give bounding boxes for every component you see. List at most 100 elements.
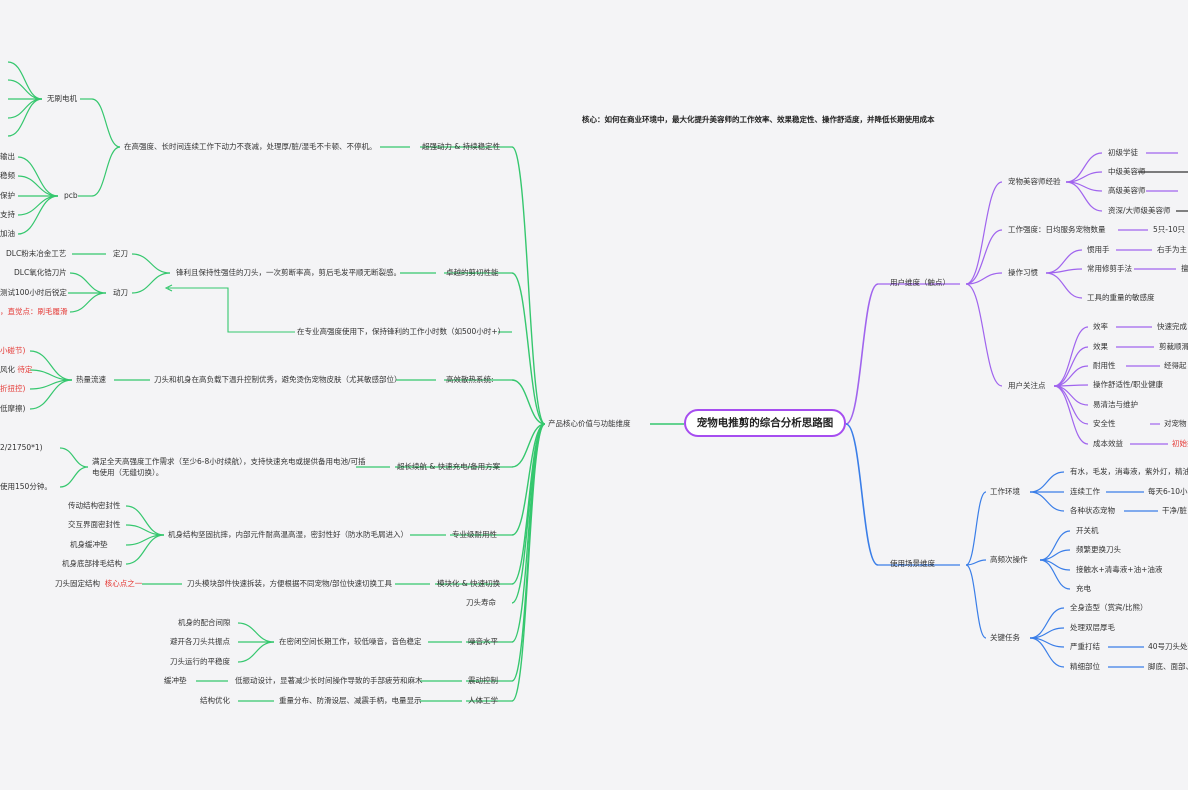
center-title-node[interactable]: 宠物电推剪的综合分析思路图 [684,409,846,437]
env-node[interactable]: 工作环境 [990,487,1020,496]
concern-item: 操作舒适性/职业健康 [1093,380,1164,389]
concern-value: 快速完成 [1157,322,1187,331]
connector-line [965,229,1003,285]
task-item: 处理双层厚毛 [1070,623,1115,632]
pcb-node[interactable]: pcb [64,191,78,200]
fixed-blade-node[interactable]: 定刀 [113,249,128,258]
connector-line [237,641,275,663]
connector-line [59,447,89,468]
connector-line [17,175,59,197]
connector-line [511,379,546,425]
connector-line [965,564,987,639]
ergo-item: 结构优化 [200,696,230,705]
modular-node[interactable]: 模块化 & 快速切换 [437,579,501,588]
concern-value: 剪裁顺滑 [1159,342,1188,351]
connector-line [125,534,165,565]
habit-value: 右手为主 [1157,245,1187,254]
core-note: 核心：如何在商业环境中，最大化提升美容师的工作效率、效果稳定性、操作舒适度，并降… [582,115,935,124]
habit-node[interactable]: 操作习惯 [1008,268,1038,277]
motor-node[interactable]: 无刷电机 [47,94,77,103]
exp-item: 高级美容师 [1108,186,1146,195]
connector-line [965,272,1003,285]
sharpness-hours[interactable]: 在专业高强度使用下，保持锋利的工作小时数（如500小时+） [297,327,506,336]
connector-line [17,195,59,235]
task-value: 脚底、面部、 [1148,662,1188,671]
ops-item: 充电 [1076,584,1091,593]
concern-item: 效果 [1093,342,1108,351]
durable-item: 机身底部排毛结构 [62,559,122,568]
blade-life-node[interactable]: 刀头寿命 [466,598,496,607]
concern-item: 安全性 [1093,419,1116,428]
intensity-value: 5只-10只 [1153,225,1186,234]
connector-line [17,156,59,197]
connector-line [511,423,546,643]
connector-line [511,423,546,702]
connector-line [131,272,171,294]
vibration-node[interactable]: 震动控制 [468,676,498,685]
connector-line [1053,346,1089,387]
connector-line [845,423,879,566]
connector-line [1045,272,1083,299]
connector-line [69,292,107,313]
concern-node[interactable]: 用户关注点 [1008,381,1046,390]
cutting-node[interactable]: 卓越的剪切性能 [446,268,499,277]
pcb-item: 加油 [0,229,15,238]
connector-line [1053,365,1089,387]
connector-line [1029,491,1065,512]
task-value: 40号刀头处理 [1148,642,1188,651]
intensity-node[interactable]: 工作强度：日均服务宠物数量 [1008,225,1106,234]
habit-item: 惯用手 [1087,245,1110,254]
ops-node[interactable]: 高频次操作 [990,555,1028,564]
ops-item: 频繁更换刀头 [1076,545,1121,554]
noise-item: 机身的配合间隙 [178,618,231,627]
env-item: 连续工作 [1070,487,1100,496]
connector-line [91,146,121,197]
user-node[interactable]: 用户维度（触点） [890,278,950,287]
heat-node[interactable]: 高效散热系统: [446,375,494,384]
durable-node[interactable]: 专业级耐用性 [452,530,497,539]
connector-line [965,283,1003,387]
noise-item: 避开各刀头共振点 [170,637,230,646]
power-desc: 在高强度、长时间连续工作下动力不衰减，处理厚/脏/湿毛不卡顿、不停机。 [124,142,377,151]
moving-blade-node[interactable]: 动刀 [113,288,128,297]
connector-line [1045,268,1083,274]
connector-line [511,272,546,425]
ops-item: 开关机 [1076,526,1099,535]
connector-line [1029,471,1065,493]
noise-item: 刀头运行的平稳度 [170,657,230,666]
connector-line [69,272,107,294]
cutting-desc: 锋利且保持性强佳的刀头，一次剪断率高，剪后毛发平顺无断裂感。 [176,268,401,277]
pcb-item: 支持 [0,210,15,219]
power-node[interactable]: 超强动力 & 持续稳定性 [422,142,501,151]
tasks-node[interactable]: 关键任务 [990,633,1020,642]
dlc-alloy: DLC粉末冶金工艺 [6,249,67,258]
connector-line [91,98,121,148]
experience-node[interactable]: 宠物美容师经验 [1008,177,1061,186]
connector-line [1053,385,1089,406]
connector-line [965,491,987,566]
habit-item: 常用修剪手法 [1087,264,1132,273]
env-value: 干净/脏 [1162,506,1188,515]
task-item: 严重打结 [1070,642,1100,651]
pcb-item: 保护 [0,191,15,200]
connector-line [7,98,43,137]
connector-line [237,622,275,643]
left-main-node[interactable]: 产品核心价值与功能维度 [548,419,631,428]
battery-node[interactable]: 超长续航 & 快速充电/备用方案 [397,462,501,471]
noise-node[interactable]: 噪音水平 [468,637,498,646]
connector-line [59,466,89,488]
heat-flow-node[interactable]: 热量流速 [76,375,106,384]
connector-line [17,195,59,216]
scenario-node[interactable]: 使用场景维度 [890,559,935,568]
connector-line [511,146,546,425]
connector-line [168,287,295,333]
vibration-item: 缓冲垫 [164,676,187,685]
connector-line [511,423,546,468]
connector-line [1065,181,1103,212]
battery-desc-2: 电使用（无缝切换）。 [92,468,164,477]
ergo-node[interactable]: 人体工学 [468,696,498,705]
env-item: 有水，毛发，消毒液，紫外灯，精油 [1070,467,1188,476]
durable-item: 机身缓冲垫 [70,540,108,549]
